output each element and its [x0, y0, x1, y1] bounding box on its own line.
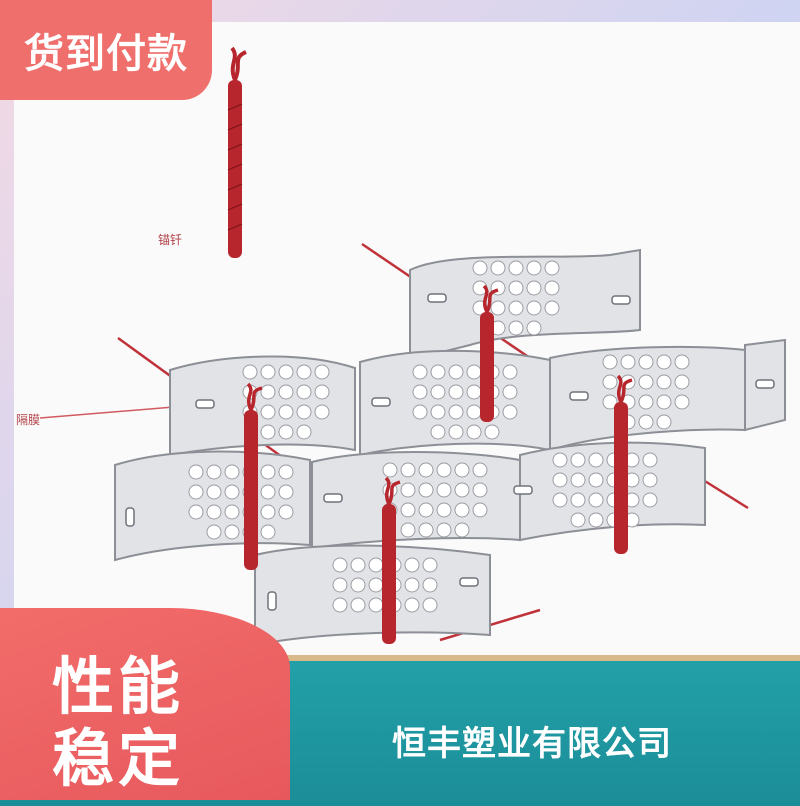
connector-slots: [125, 293, 775, 611]
side-label: 隔膜: [16, 413, 40, 427]
anchor-hooks: [246, 284, 633, 505]
stable-performance-badge: 性能 稳定: [0, 608, 290, 800]
cash-on-delivery-badge: 货到付款: [0, 0, 212, 100]
geocell-strips: [114, 248, 786, 647]
anchor-rod-illustration: [227, 46, 247, 258]
cell-anchors: [244, 312, 628, 644]
perforations: [188, 260, 690, 613]
badge-line-1: 性能: [52, 650, 185, 723]
badge-line-2: 稳定: [52, 722, 185, 795]
anchor-label: 锚钎: [158, 232, 182, 247]
company-name: 恒丰塑业有限公司: [392, 724, 672, 764]
cash-on-delivery-text: 货到付款: [24, 31, 188, 77]
